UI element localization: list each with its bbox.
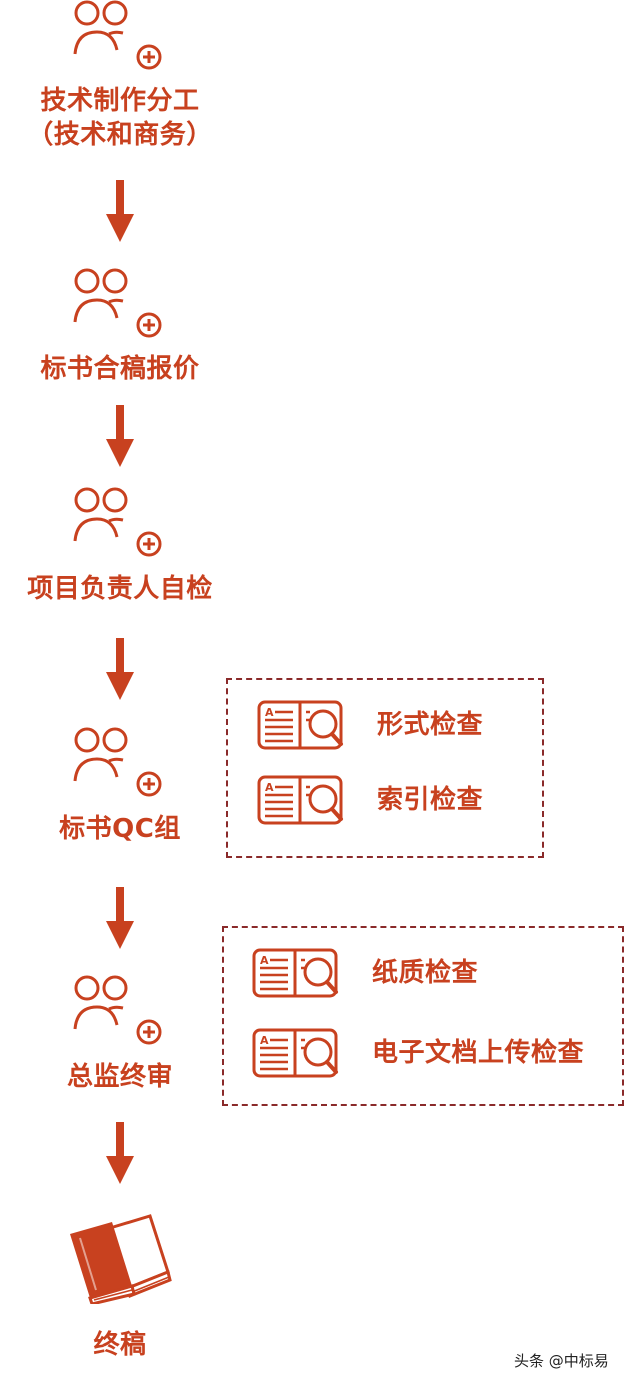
people-add-icon xyxy=(73,487,162,557)
step-label-final-draft: 终稿 xyxy=(93,1330,147,1360)
down-arrow-icon xyxy=(106,1122,134,1184)
down-arrow-icon xyxy=(106,180,134,242)
check-label-electronic-upload: 电子文档上传检查 xyxy=(372,1038,585,1068)
people-add-icon xyxy=(73,268,162,338)
down-arrow-icon xyxy=(106,887,134,949)
check-label-index: 索引检查 xyxy=(377,785,484,815)
down-arrow-icon xyxy=(106,405,134,467)
check-label-form: 形式检查 xyxy=(377,710,484,740)
check-label-paper: 纸质检查 xyxy=(372,958,479,988)
people-add-icon xyxy=(73,0,162,70)
document-search-icon xyxy=(252,948,338,998)
step-label-self-check: 项目负责人自检 xyxy=(27,574,213,604)
watermark-text: 头条 @中标易 xyxy=(514,1352,609,1370)
step-label-qc-group: 标书QC组 xyxy=(59,814,181,844)
step-label-director-review: 总监终审 xyxy=(66,1062,173,1092)
step-label-merge-quote: 标书合稿报价 xyxy=(40,354,200,384)
people-add-icon xyxy=(73,975,162,1045)
final-checks-box xyxy=(222,926,624,1106)
down-arrow-icon xyxy=(106,638,134,700)
step-sublabel-division: （技术和商务） xyxy=(27,120,213,150)
qc-checks-box xyxy=(226,678,544,858)
step-label-division: 技术制作分工 xyxy=(40,86,200,116)
document-search-icon xyxy=(257,775,343,825)
document-search-icon xyxy=(257,700,343,750)
document-search-icon xyxy=(252,1028,338,1078)
people-add-icon xyxy=(73,727,162,797)
books-icon xyxy=(70,1214,172,1304)
